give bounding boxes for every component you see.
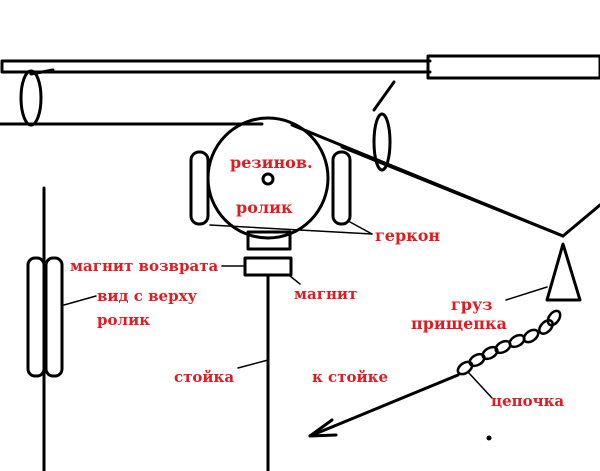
chain-link xyxy=(468,352,486,368)
leader-reed xyxy=(209,224,373,235)
reed-switch-right xyxy=(331,150,352,226)
label-chain: цепочка xyxy=(491,392,565,410)
leader-top-view xyxy=(63,295,97,306)
label-magnet: магнит xyxy=(294,285,358,303)
leader-chain xyxy=(467,371,493,399)
chain-link xyxy=(546,309,562,327)
right-support-ellipse xyxy=(372,112,392,172)
dot xyxy=(486,435,492,441)
right-strut xyxy=(372,80,396,112)
chain-link xyxy=(494,339,512,355)
label-to-post: к стойке xyxy=(312,368,388,386)
chain-link xyxy=(538,319,554,335)
chain xyxy=(456,309,562,376)
reed-switch-left xyxy=(189,150,210,226)
label-rubber-line2: ролик xyxy=(236,198,293,217)
top-view-roller-right xyxy=(44,256,64,378)
roller-axle xyxy=(261,172,275,186)
weight-triangle xyxy=(545,242,582,302)
label-reed-switch: геркон xyxy=(375,226,441,245)
tape-line-b xyxy=(340,145,565,238)
label-weight: груз xyxy=(451,295,493,314)
roller-mount-block xyxy=(246,230,292,251)
label-post: стойка xyxy=(174,368,235,386)
leader-magnet xyxy=(289,275,301,285)
leader-post xyxy=(237,359,269,369)
leader-weight xyxy=(505,286,548,301)
rubber-roller xyxy=(206,116,330,240)
magnet-block xyxy=(243,256,293,277)
top-view-roller-left xyxy=(26,256,46,378)
label-clothespin: прищепка xyxy=(411,314,507,333)
left-support-ellipse xyxy=(19,69,43,127)
label-return-magnet: магнит возврата xyxy=(70,257,219,275)
left-strut xyxy=(29,68,55,76)
label-top-view-line2: ролик xyxy=(97,311,151,329)
label-rubber-line1: резинов. xyxy=(230,153,313,172)
top-rail xyxy=(0,59,432,74)
to-post-arrow-line xyxy=(308,373,460,438)
to-post-arrow-head xyxy=(308,418,338,438)
label-top-view-line1: вид с верху xyxy=(97,287,198,305)
tape-to-edge xyxy=(561,203,600,238)
rail-end-block xyxy=(426,54,600,80)
leader-reed-2 xyxy=(349,221,373,235)
